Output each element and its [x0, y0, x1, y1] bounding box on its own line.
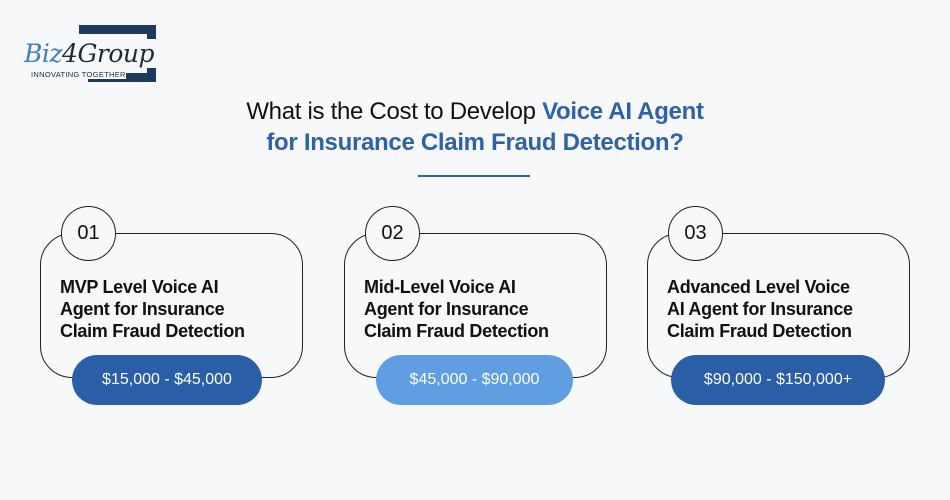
title-plain: What is the Cost to Develop [246, 98, 543, 125]
logo-group: 4Group [62, 39, 155, 68]
company-logo: Biz4Group INNOVATING TOGETHER [22, 24, 157, 84]
card-text-line: Claim Fraud Detection [667, 321, 852, 341]
logo-wordmark: Biz4Group [24, 39, 157, 68]
card-text-line: MVP Level Voice AI [60, 277, 219, 297]
card-description: MVP Level Voice AI Agent for Insurance C… [60, 276, 245, 342]
logo-tagline: INNOVATING TOGETHER [31, 70, 126, 79]
price-badge: $90,000 - $150,000+ [671, 355, 885, 405]
card-description: Advanced Level Voice AI Agent for Insura… [667, 276, 853, 342]
card-number-badge: 01 [61, 206, 116, 261]
title-divider [418, 175, 530, 177]
card-text-line: Claim Fraud Detection [60, 321, 245, 341]
card-text-line: Mid-Level Voice AI [364, 277, 516, 297]
cost-card-advanced: 03 Advanced Level Voice AI Agent for Ins… [647, 206, 910, 405]
card-text-line: Agent for Insurance [60, 299, 225, 319]
card-text-line: Claim Fraud Detection [364, 321, 549, 341]
title-highlight-1: Voice AI Agent [542, 98, 704, 125]
page-title: What is the Cost to Develop Voice AI Age… [0, 96, 950, 158]
logo-biz: Biz [24, 39, 63, 68]
card-text-line: Agent for Insurance [364, 299, 529, 319]
card-number-badge: 02 [365, 206, 420, 261]
card-description: Mid-Level Voice AI Agent for Insurance C… [364, 276, 549, 342]
card-number-badge: 03 [668, 206, 723, 261]
price-badge: $15,000 - $45,000 [72, 355, 262, 405]
cost-card-mid: 02 Mid-Level Voice AI Agent for Insuranc… [344, 206, 607, 405]
cost-card-mvp: 01 MVP Level Voice AI Agent for Insuranc… [40, 206, 303, 405]
price-badge: $45,000 - $90,000 [376, 355, 573, 405]
card-text-line: Advanced Level Voice [667, 277, 850, 297]
card-text-line: AI Agent for Insurance [667, 299, 853, 319]
title-highlight-2: for Insurance Claim Fraud Detection? [266, 129, 684, 156]
